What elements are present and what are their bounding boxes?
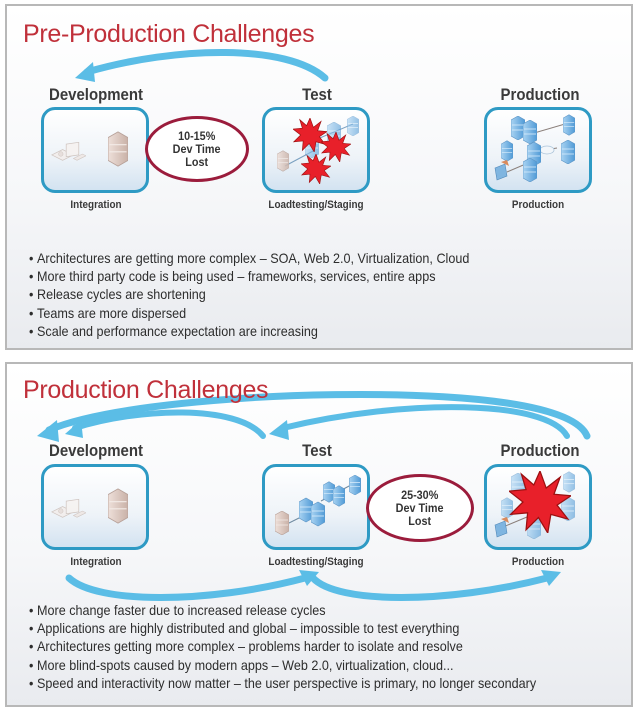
development-box (41, 464, 149, 550)
bullet-item: Architectures getting more complex – pro… (29, 637, 536, 655)
workstation-and-server-icon (51, 131, 128, 167)
test-servers-with-error-bursts-icon (277, 116, 359, 184)
test-box (262, 464, 370, 550)
test-to-development-arrow (65, 409, 266, 439)
dev-time-lost-callout: 25-30% Dev Time Lost (366, 474, 474, 542)
production-panel: Production Challenges Development Test P… (5, 362, 633, 707)
box-caption-integration: Integration (70, 199, 122, 211)
bullet-item: Architectures are getting more complex –… (29, 249, 469, 267)
bullet-item: Applications are highly distributed and … (29, 619, 536, 637)
stage-label-test: Test (302, 441, 332, 460)
stage-label-development: Development (49, 441, 143, 460)
stage-label-test: Test (302, 85, 332, 104)
production-box (484, 107, 592, 193)
bullet-item: More blind-spots caused by modern apps –… (29, 656, 536, 674)
callout-percentage: 25-30% (401, 487, 439, 502)
production-network-with-error-burst-icon (494, 471, 575, 539)
box-caption-integration: Integration (70, 556, 122, 568)
box-caption-loadtesting: Loadtesting/Staging (268, 199, 364, 211)
pre-production-panel: Pre-Production Challenges Development Te… (5, 4, 633, 350)
stage-label-production: Production (500, 441, 580, 460)
production-title: Production Challenges (23, 376, 269, 404)
test-server-chain-icon (275, 475, 361, 535)
test-box (262, 107, 370, 193)
stage-label-production: Production (500, 85, 580, 104)
bullet-item: Teams are more dispersed (29, 304, 469, 322)
production-server-network-icon (494, 114, 575, 182)
callout-line2: Dev Time (173, 141, 221, 156)
production-to-test-arrow (269, 404, 570, 440)
stage-label-development: Development (49, 85, 143, 104)
bullet-item: Release cycles are shortening (29, 285, 469, 303)
callout-line3: Lost (185, 154, 209, 169)
box-caption-production: Production (511, 199, 565, 211)
development-to-test-arrow (65, 570, 319, 601)
production-bullet-list: More change faster due to increased rele… (29, 601, 592, 692)
development-box (41, 107, 149, 193)
box-caption-production: Production (511, 556, 565, 568)
callout-line2: Dev Time (396, 500, 444, 515)
bullet-item: Speed and interactivity now matter – the… (29, 674, 536, 692)
bullet-item: Scale and performance expectation are in… (29, 322, 469, 340)
callout-line3: Lost (408, 513, 432, 528)
bullet-item: More third party code is being used – fr… (29, 267, 469, 285)
box-caption-loadtesting: Loadtesting/Staging (268, 556, 364, 568)
bullet-item: More change faster due to increased rele… (29, 601, 536, 619)
callout-percentage: 10-15% (178, 128, 216, 143)
test-to-production-arrow (309, 570, 561, 601)
pre-production-bullet-list: Architectures are getting more complex –… (29, 249, 518, 340)
dev-time-lost-callout: 10-15% Dev Time Lost (145, 116, 249, 182)
production-box (484, 464, 592, 550)
workstation-and-server-icon (51, 488, 128, 524)
pre-production-title: Pre-Production Challenges (23, 20, 315, 48)
